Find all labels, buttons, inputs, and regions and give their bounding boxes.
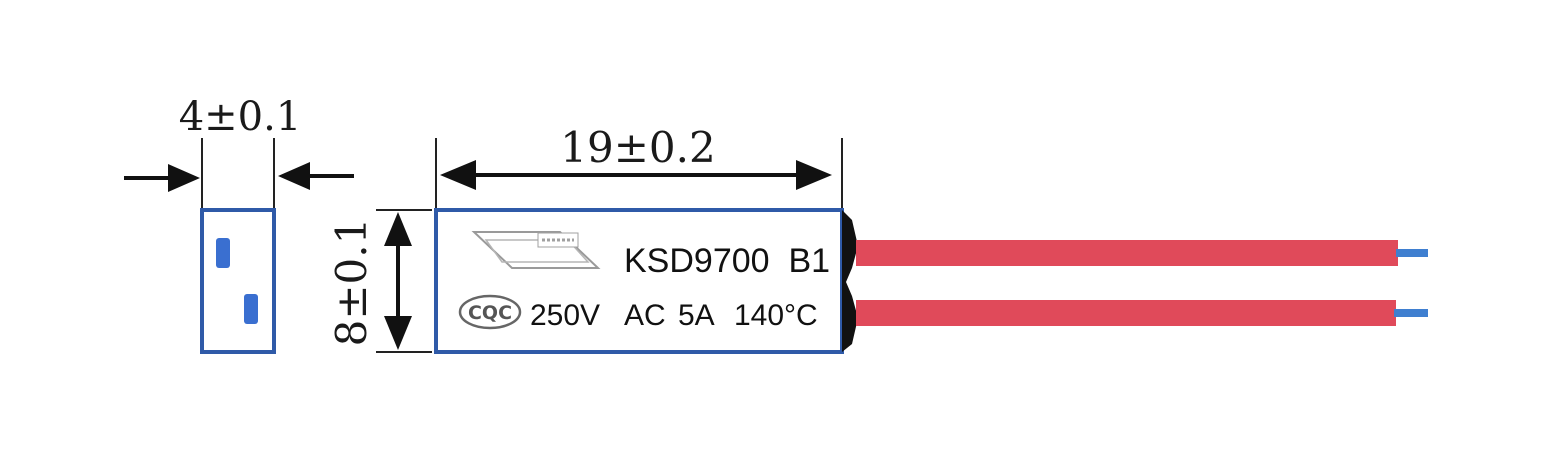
lead-wires [856, 240, 1428, 326]
side-width-dimension-label: 4±0.1 [179, 94, 302, 140]
side-view: 4±0.1 [124, 94, 354, 354]
side-arrow-right [278, 162, 354, 190]
temperature-label: 140°C [734, 299, 818, 332]
side-view-body [200, 208, 276, 354]
height-dimension-label: 8±0.1 [327, 218, 376, 347]
side-view-pin-upper [216, 238, 230, 268]
length-dimension-label: 19±0.2 [560, 123, 715, 172]
thermostat-end-cap [842, 210, 858, 352]
side-arrow-left [124, 164, 200, 192]
length-dimension: 19±0.2 [435, 123, 843, 208]
voltage-label: 250V [530, 299, 600, 332]
lead-wire-upper-tip [1396, 249, 1428, 257]
lead-wire-lower [856, 300, 1396, 326]
model-label: KSD9700 B1 [624, 242, 830, 280]
lead-wire-lower-tip [1394, 309, 1428, 317]
thermostat-body: KSD9700 B1 CQC 250V AC 5A 140°C [434, 208, 844, 354]
current-label: 5A [678, 299, 715, 332]
height-dimension: 8±0.1 [327, 209, 432, 353]
manufacturer-logo-icon [471, 231, 601, 269]
thermostat-body-outline [434, 208, 844, 354]
length-double-arrow [440, 160, 832, 190]
cqc-certification-mark: CQC [458, 294, 522, 330]
height-double-arrow [384, 212, 412, 350]
cqc-mark-text: CQC [468, 302, 512, 324]
side-view-pin-lower [244, 294, 258, 324]
current-type-label: AC [624, 299, 666, 332]
lead-wire-upper [856, 240, 1398, 266]
